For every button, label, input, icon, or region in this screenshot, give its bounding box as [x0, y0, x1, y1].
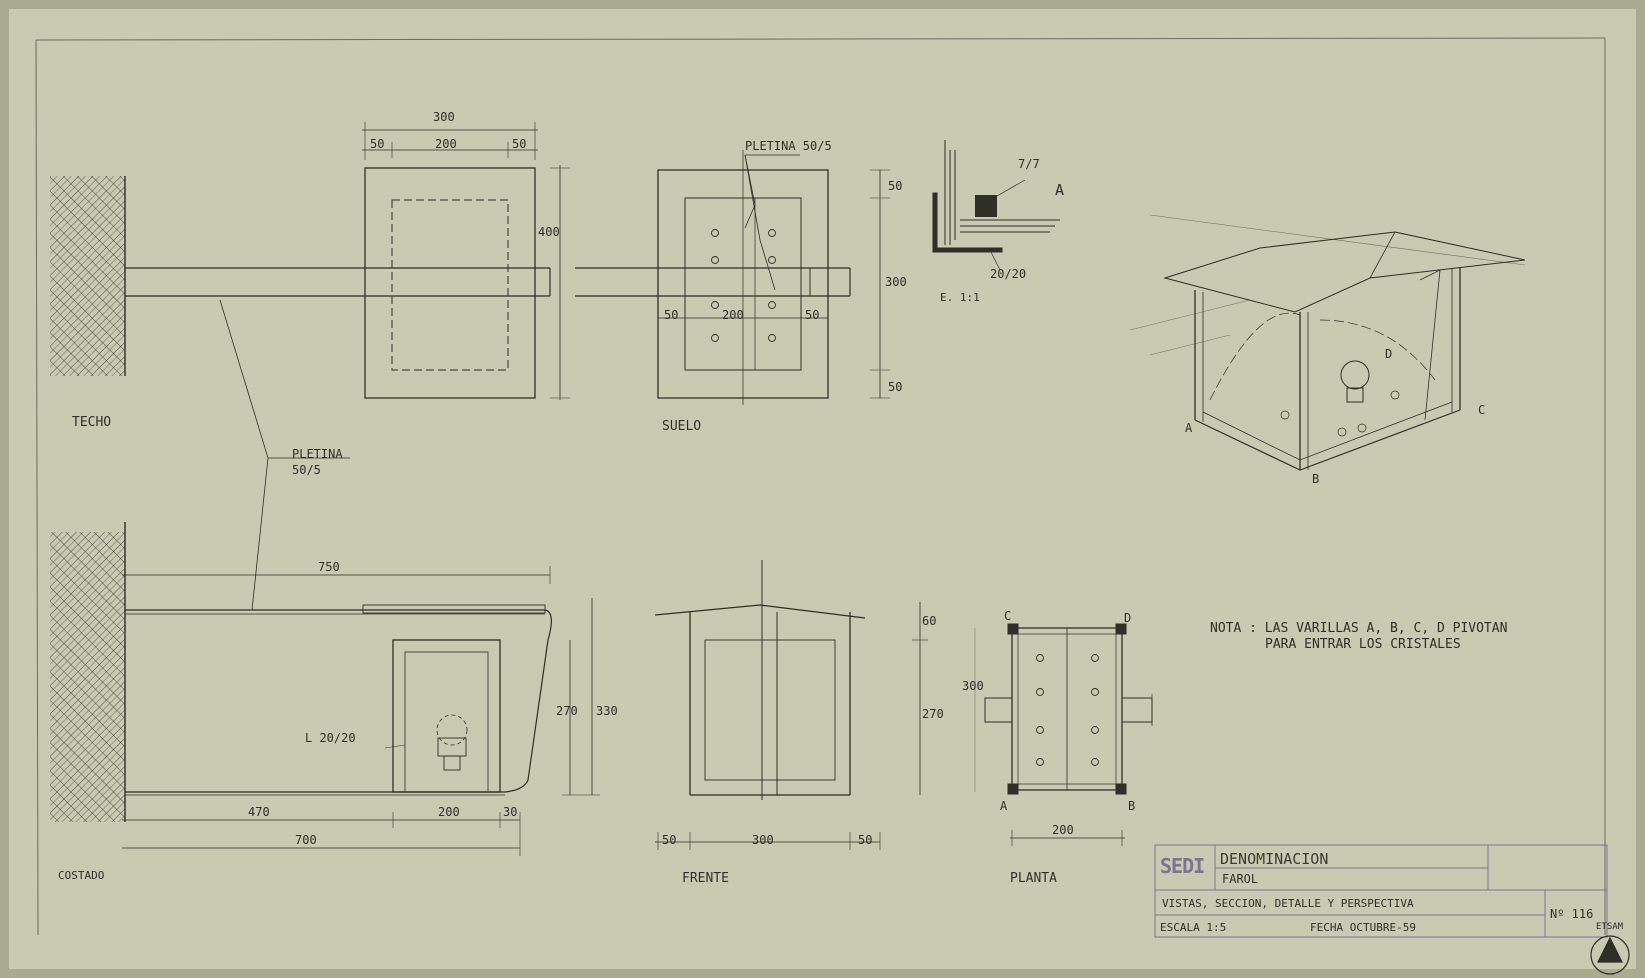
persp-label-b: B: [1312, 472, 1320, 486]
dim-techo-200: 200: [435, 137, 457, 151]
note-line-1: NOTA : LAS VARILLAS A, B, C, D PIVOTAN: [1210, 621, 1508, 636]
persp-label-d: D: [1385, 347, 1393, 361]
label-pletina-top: PLETINA 50/5: [745, 139, 832, 153]
detail-a-label: A: [1055, 181, 1065, 199]
dim-costado-330: 330: [596, 704, 618, 718]
dim-frente-300: 300: [752, 833, 774, 847]
perspective-view: [1129, 214, 1526, 471]
dim-suelo-50b: 50: [805, 308, 820, 322]
frente-view: [654, 560, 928, 850]
dim-suelo-50-bot: 50: [888, 380, 903, 394]
dim-frente-50a: 50: [662, 833, 677, 847]
dim-suelo-50-top: 50: [888, 179, 903, 193]
title-block-escala: ESCALA 1:5: [1160, 921, 1227, 934]
dim-techo-50a: 50: [370, 137, 385, 151]
techo-view: [50, 122, 570, 400]
view-label-suelo: SUELO: [662, 419, 702, 434]
border-left: [35, 39, 39, 936]
border-top: [35, 37, 1606, 41]
detail-scale-label: E. 1:1: [940, 291, 980, 304]
dim-frente-50b: 50: [858, 833, 873, 847]
detail-a: [932, 140, 1060, 271]
label-pletina-mid-a: PLETINA: [292, 447, 343, 461]
planta-label-d: D: [1124, 611, 1132, 625]
title-block: [1154, 844, 1608, 938]
suelo-view: [575, 150, 890, 405]
etsam-stamp-text: ETSAM: [1596, 922, 1624, 932]
dim-frente-60: 60: [922, 614, 937, 628]
dim-planta-200: 200: [1052, 823, 1074, 837]
title-block-denominacion-label: DENOMINACION: [1220, 850, 1329, 868]
dim-suelo-300: 300: [885, 275, 907, 289]
dim-techo-300: 300: [433, 110, 455, 124]
dim-frente-270: 270: [922, 707, 944, 721]
techo-plate: [364, 167, 536, 399]
view-label-planta: PLANTA: [1010, 871, 1057, 886]
dim-costado-700: 700: [295, 833, 317, 847]
dim-techo-50b: 50: [512, 137, 527, 151]
dim-costado-200: 200: [438, 805, 460, 819]
title-block-fecha: FECHA OCTUBRE-59: [1310, 921, 1416, 934]
dim-planta-300: 300: [962, 679, 984, 693]
planta-label-b: B: [1128, 799, 1136, 813]
dim-costado-470: 470: [248, 805, 270, 819]
costado-view: [50, 299, 600, 856]
label-l2020: L 20/20: [305, 731, 356, 745]
persp-label-a: A: [1185, 421, 1193, 435]
title-block-number: Nº 116: [1550, 907, 1594, 921]
view-label-techo: TECHO: [72, 415, 112, 430]
planta-label-c: C: [1004, 609, 1012, 623]
label-pletina-mid-b: 50/5: [292, 463, 321, 477]
view-label-frente: FRENTE: [682, 871, 729, 886]
planta-label-a: A: [1000, 799, 1008, 813]
dim-techo-400: 400: [538, 225, 560, 239]
dim-suelo-200: 200: [722, 308, 744, 322]
dim-detail-77: 7/7: [1018, 157, 1040, 171]
dim-detail-2020: 20/20: [990, 267, 1027, 281]
title-block-description: VISTAS, SECCION, DETALLE Y PERSPECTIVA: [1162, 897, 1414, 910]
etsam-stamp-mark: [1590, 935, 1630, 975]
note-line-2: PARA ENTRAR LOS CRISTALES: [1265, 637, 1461, 652]
dim-suelo-50a: 50: [664, 308, 679, 322]
title-block-denominacion-value: FAROL: [1222, 872, 1259, 886]
planta-view: [974, 623, 1153, 846]
persp-label-c: C: [1478, 403, 1486, 417]
dim-costado-270: 270: [556, 704, 578, 718]
view-label-costado: COSTADO: [58, 869, 105, 882]
dim-costado-750: 750: [318, 560, 340, 574]
dim-costado-30: 30: [503, 805, 518, 819]
title-block-logo: SEDI: [1160, 854, 1205, 878]
